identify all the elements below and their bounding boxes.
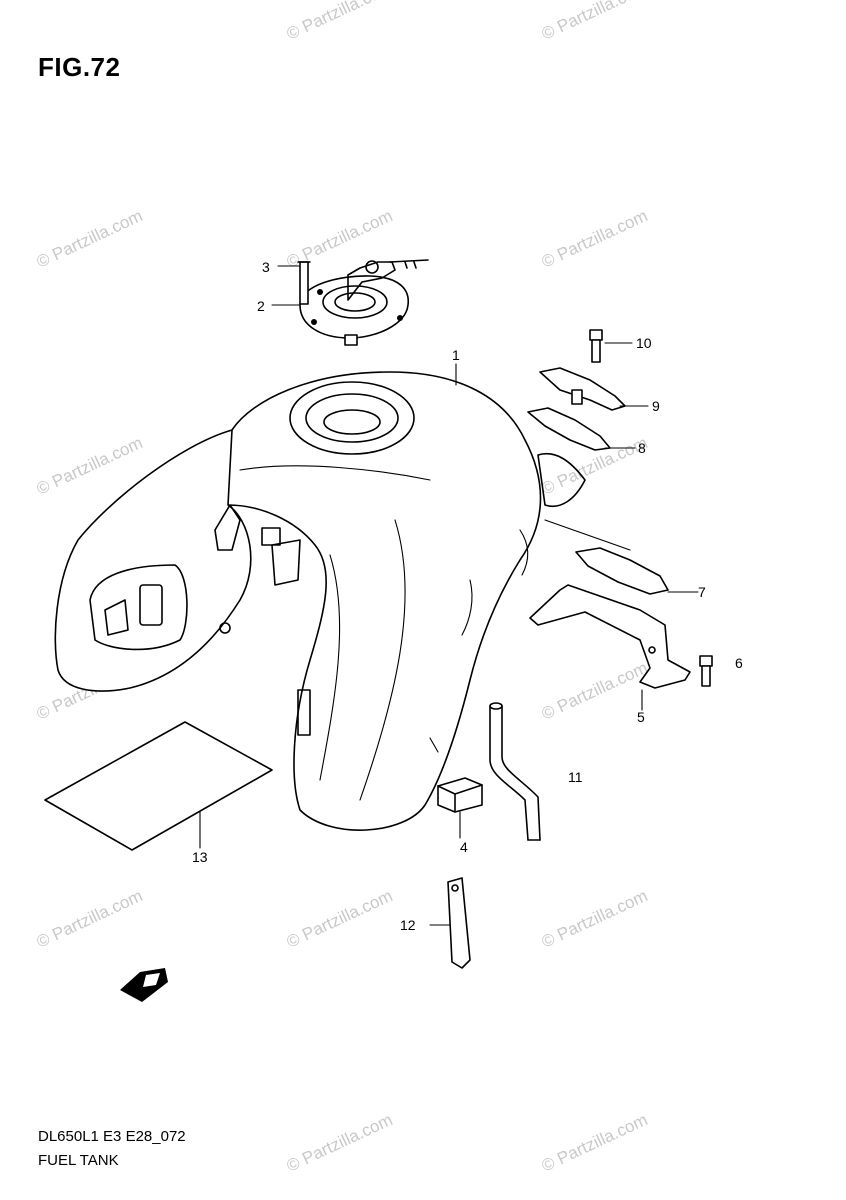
watermark: © Partzilla.com xyxy=(539,658,651,724)
callout-5: 5 xyxy=(637,709,645,725)
callout-10: 10 xyxy=(636,335,652,351)
bolt-10 xyxy=(589,329,603,363)
bolt-6 xyxy=(699,655,713,687)
fuel-cap-assembly xyxy=(297,259,429,346)
fuel-tank xyxy=(54,371,586,831)
callout-labels: 3 2 1 10 9 8 7 6 5 11 4 13 12 xyxy=(192,259,743,933)
callout-7: 7 xyxy=(698,584,706,600)
callout-4: 4 xyxy=(460,839,468,855)
callout-8: 8 xyxy=(638,440,646,456)
callout-2: 2 xyxy=(257,298,265,314)
callout-12: 12 xyxy=(400,917,416,933)
strap-12 xyxy=(447,877,471,969)
watermark: © Partzilla.com xyxy=(539,0,651,44)
cushion-9 xyxy=(539,367,626,411)
watermark: © Partzilla.com xyxy=(34,433,146,499)
callout-6: 6 xyxy=(735,655,743,671)
cushion-7 xyxy=(575,547,669,595)
cushion-8 xyxy=(527,407,611,451)
figure-title: FIG.72 xyxy=(38,52,121,82)
watermark: © Partzilla.com xyxy=(539,1110,651,1176)
watermark: © Partzilla.com xyxy=(284,886,396,952)
callout-1: 1 xyxy=(452,347,460,363)
watermark: © Partzilla.com xyxy=(34,886,146,952)
sheet-13 xyxy=(44,721,273,851)
footer-code: DL650L1 E3 E28_072 xyxy=(38,1128,186,1145)
watermark: © Partzilla.com xyxy=(284,1110,396,1176)
leader-lines xyxy=(199,265,699,926)
arrow-left-icon xyxy=(120,968,168,1002)
watermark: © Partzilla.com xyxy=(284,0,396,44)
watermark: © Partzilla.com xyxy=(539,206,651,272)
footer-name: FUEL TANK xyxy=(38,1152,119,1169)
hose-11 xyxy=(489,702,541,841)
watermark: © Partzilla.com xyxy=(34,206,146,272)
callout-9: 9 xyxy=(652,398,660,414)
callout-11: 11 xyxy=(568,769,583,785)
watermark: © Partzilla.com xyxy=(539,886,651,952)
callout-3: 3 xyxy=(262,259,270,275)
callout-13: 13 xyxy=(192,849,208,865)
bracket-5 xyxy=(529,584,691,689)
cushion-4 xyxy=(437,777,483,813)
